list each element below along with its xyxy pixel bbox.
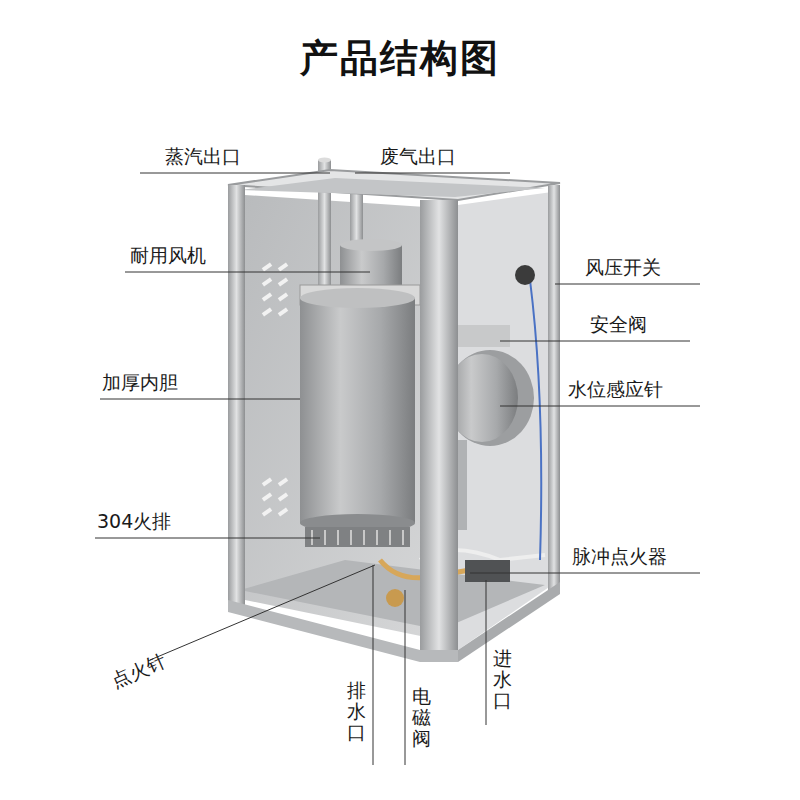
part-label: 脉冲点火器 (572, 545, 667, 568)
part-label: 排水口 (347, 680, 366, 743)
part-label: 点火针 (108, 649, 169, 693)
part-label: 水位感应针 (568, 378, 663, 401)
part-label: 废气出口 (380, 145, 456, 168)
part-label: 304火排 (97, 510, 171, 533)
part-label: 耐用风机 (130, 244, 206, 267)
diagram-title: 产品结构图 (300, 36, 500, 82)
part-label: 蒸汽出口 (165, 145, 241, 168)
part-label: 电磁阀 (412, 686, 431, 749)
part-label: 加厚内胆 (102, 371, 178, 394)
part-label: 安全阀 (590, 313, 647, 336)
part-label: 风压开关 (585, 256, 661, 279)
part-label: 进水口 (493, 648, 512, 711)
